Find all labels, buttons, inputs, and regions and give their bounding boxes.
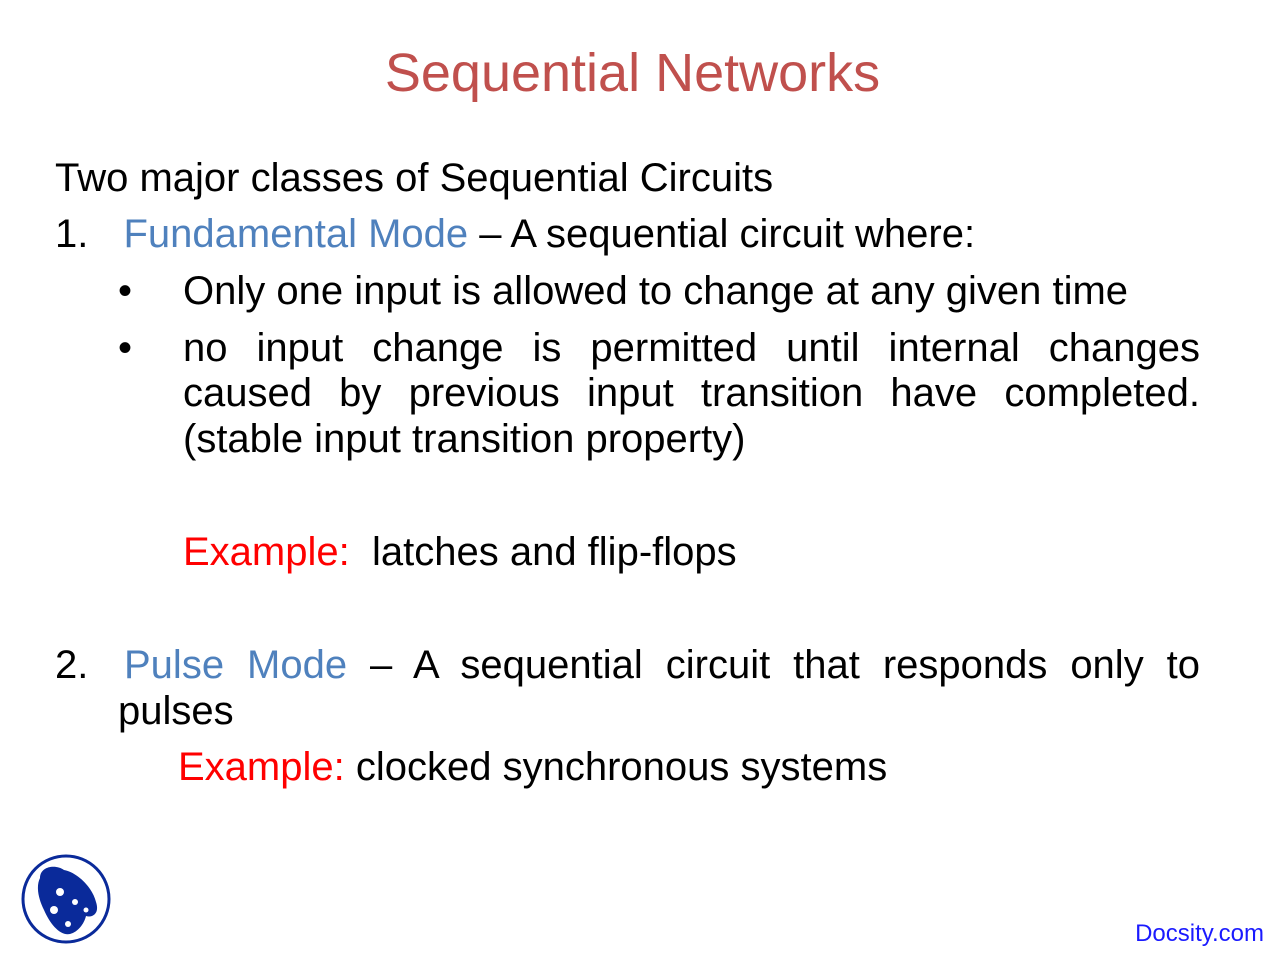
item-2-description-line-2: pulses (118, 689, 234, 733)
pulse-mode-term: Pulse Mode (124, 643, 348, 687)
bullet-1-text: Only one input is allowed to change at a… (183, 269, 1129, 313)
example-1-label: Example: (183, 530, 350, 574)
fundamental-mode-term: Fundamental Mode (123, 212, 469, 256)
bullet-2-text-line-2: caused by previous input transition have… (183, 371, 1200, 415)
example-2-text: clocked synchronous systems (344, 745, 888, 789)
item-1-number: 1. (55, 212, 89, 256)
item-1-heading: 1. Fundamental Mode – A sequential circu… (55, 210, 975, 258)
bullet-2-glyph: • (118, 326, 133, 370)
bullet-2-text-line-3: (stable input transition property) (183, 417, 746, 461)
bullet-1-glyph: • (118, 269, 133, 313)
example-1: Example: latches and flip-flops (183, 528, 737, 576)
bullet-2-text-line-1: no input change is permitted until inter… (183, 326, 1200, 370)
docsity-brand-link[interactable]: Docsity.com (1135, 920, 1264, 947)
intro-text: Two major classes of Sequential Circuits (55, 156, 774, 200)
example-2-label: Example: (178, 745, 345, 789)
item-2-description: – A sequential circuit that responds onl… (347, 643, 1201, 687)
docsity-logo-icon (20, 852, 112, 944)
slide-title: Sequential Networks (384, 43, 881, 103)
item-1-description: – A sequential circuit where: (468, 212, 976, 256)
example-2: Example: clocked synchronous systems (178, 743, 887, 791)
example-1-text: latches and flip-flops (349, 530, 737, 574)
item-2-heading: Pulse Mode – A sequential circuit that r… (124, 641, 1200, 689)
item-2-number: 2. (55, 643, 89, 687)
